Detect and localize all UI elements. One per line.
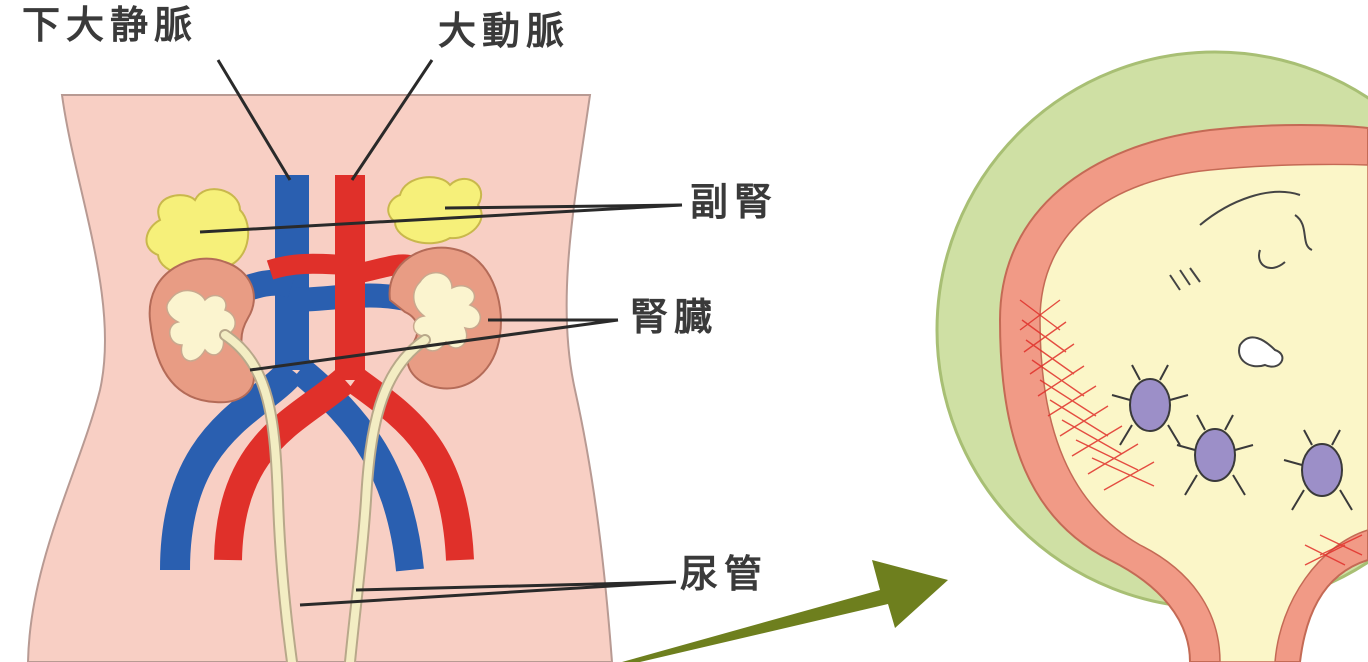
label-adrenal-gland: 副腎 [690,180,779,224]
leader-lines [199,59,683,607]
label-inferior-vena-cava: 下大静脈 [22,3,199,47]
bacteria-legs [1111,364,1353,511]
inflammation-hatching [1019,299,1363,566]
bacteria [1129,378,1343,497]
bladder-closeup [935,50,1368,662]
label-ureter: 尿管 [680,552,769,596]
label-aorta: 大動脈 [438,9,571,53]
arrow-to-bladder [622,560,948,662]
label-kidney: 腎臓 [630,295,719,339]
